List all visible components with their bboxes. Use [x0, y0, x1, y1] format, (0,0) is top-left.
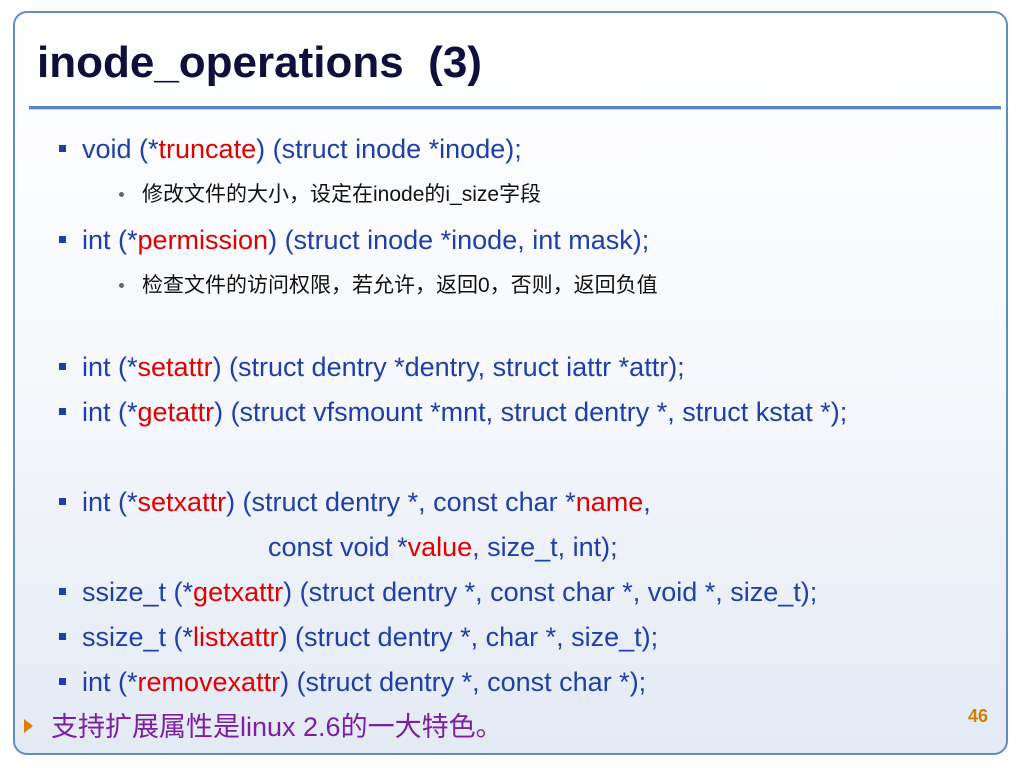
function-name: truncate [158, 134, 257, 164]
code-text: ssize_t (* [82, 622, 194, 652]
square-bullet-icon [59, 678, 66, 685]
code-text: , [643, 487, 651, 517]
list-item-setxattr: int (*setxattr) (struct dentry *, const … [82, 485, 651, 519]
slide-title: inode_operations (3) [37, 38, 482, 87]
function-name: getattr [137, 397, 215, 427]
code-text: void (* [82, 134, 159, 164]
code-text: int (* [82, 225, 138, 255]
code-text: int (* [82, 352, 138, 382]
square-bullet-icon [59, 145, 66, 152]
code-text: int (* [82, 667, 138, 697]
square-bullet-icon [59, 498, 66, 505]
parameter-name: name [575, 487, 644, 517]
code-text: ) (struct inode *inode, int mask); [268, 225, 650, 255]
code-text: int (* [82, 487, 138, 517]
square-bullet-icon [59, 588, 66, 595]
function-name: permission [137, 225, 269, 255]
code-text: ) (struct inode *inode); [256, 134, 522, 164]
function-name: removexattr [137, 667, 281, 697]
code-text: , size_t, int); [472, 532, 618, 562]
page-number: 46 [967, 706, 988, 726]
list-item-listxattr: ssize_t (*listxattr) (struct dentry *, c… [82, 620, 658, 654]
slide: inode_operations (3) void (*truncate) (s… [13, 11, 1008, 755]
code-text: ) (struct vfsmount *mnt, struct dentry *… [214, 397, 848, 427]
function-name: setattr [137, 352, 213, 382]
code-text: ) (struct dentry *, const char *); [280, 667, 647, 697]
list-item-permission: int (*permission) (struct inode *inode, … [82, 223, 649, 257]
list-item-getattr: int (*getattr) (struct vfsmount *mnt, st… [82, 395, 847, 429]
code-text: ssize_t (* [82, 577, 194, 607]
parameter-name: value [407, 532, 473, 562]
function-name: setxattr [137, 487, 227, 517]
list-item-setattr: int (*setattr) (struct dentry *dentry, s… [82, 350, 685, 384]
code-text: const void * [268, 532, 408, 562]
code-text: int (* [82, 397, 138, 427]
title-divider [29, 106, 1001, 110]
sub-item-truncate-desc: 修改文件的大小，设定在inode的i_size字段 [142, 183, 542, 206]
square-bullet-icon [59, 408, 66, 415]
square-bullet-icon [59, 633, 66, 640]
function-name: listxattr [193, 622, 279, 652]
list-item-truncate: void (*truncate) (struct inode *inode); [82, 132, 522, 166]
list-item-removexattr: int (*removexattr) (struct dentry *, con… [82, 665, 646, 699]
function-name: getxattr [193, 577, 284, 607]
code-text: ) (struct dentry *, char *, size_t); [278, 622, 659, 652]
arrow-bullet-icon [24, 719, 33, 733]
code-text: ) (struct dentry *, const char * [226, 487, 576, 517]
square-bullet-icon [59, 236, 66, 243]
code-text: ) (struct dentry *, const char *, void *… [283, 577, 818, 607]
code-text: ) (struct dentry *dentry, struct iattr *… [212, 352, 685, 382]
list-item-setxattr-continued: const void *value, size_t, int); [268, 530, 618, 564]
sub-item-permission-desc: 检查文件的访问权限，若允许，返回0，否则，返回负值 [142, 274, 658, 297]
dot-bullet-icon [119, 192, 124, 197]
dot-bullet-icon [119, 283, 124, 288]
feature-note: 支持扩展属性是linux 2.6的一大特色。 [51, 712, 503, 742]
list-item-getxattr: ssize_t (*getxattr) (struct dentry *, co… [82, 575, 817, 609]
square-bullet-icon [59, 363, 66, 370]
